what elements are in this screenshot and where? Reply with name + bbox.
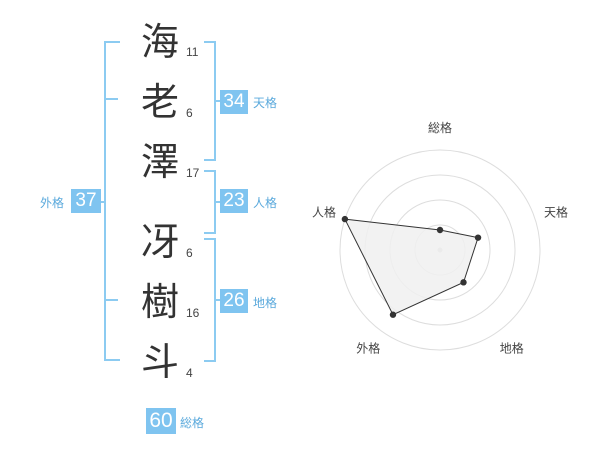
gaikaku-value-badge: 37	[71, 189, 101, 213]
gaikaku-bracket	[104, 41, 120, 361]
name-char-1: 海	[140, 20, 179, 64]
stroke-count-4: 6	[186, 246, 193, 260]
radar-ring-4	[339, 149, 541, 351]
chikaku-value-badge: 26	[220, 289, 248, 313]
soukaku-label: 総格	[180, 416, 205, 430]
name-char-6: 斗	[140, 340, 179, 384]
chikaku-label: 地格	[253, 296, 278, 310]
tenkaku-bracket-tick	[214, 100, 222, 102]
radar-axis-label-2: 天格	[544, 204, 568, 219]
name-char-5: 樹	[140, 280, 179, 324]
name-char-4: 冴	[140, 220, 179, 264]
radar-value-polygon	[344, 218, 479, 316]
jinkaku-label: 人格	[253, 196, 278, 210]
gaikaku-tick-2	[104, 299, 118, 301]
radar-axis-label-1: 総格	[428, 120, 452, 135]
jinkaku-value-badge: 23	[220, 189, 248, 213]
jinkaku-bracket-tick	[214, 201, 222, 203]
stroke-count-5: 16	[186, 306, 200, 320]
tenkaku-label: 天格	[253, 96, 278, 110]
stroke-count-6: 4	[186, 366, 193, 380]
name-char-3: 澤	[140, 140, 179, 184]
soukaku-value-badge: 60	[146, 408, 176, 434]
stroke-count-2: 6	[186, 106, 193, 120]
gaikaku-bracket-tick	[98, 201, 104, 203]
radar-axis-label-5: 人格	[312, 204, 336, 219]
stroke-count-1: 11	[186, 45, 199, 59]
radar-axis-label-4: 外格	[356, 341, 380, 356]
radar-point-5	[341, 215, 349, 223]
gaikaku-label: 外格	[40, 196, 65, 210]
radar-point-2	[474, 234, 482, 241]
chikaku-bracket-tick	[214, 299, 222, 301]
radar-point-3	[460, 279, 467, 286]
radar-point-4	[389, 311, 397, 318]
stroke-count-3: 17	[186, 166, 200, 180]
tenkaku-value-badge: 34	[220, 90, 248, 114]
radar-axis-label-3: 地格	[500, 341, 524, 356]
radar-point-1	[436, 226, 444, 234]
gaikaku-tick-1	[104, 98, 118, 100]
name-char-2: 老	[140, 80, 179, 124]
